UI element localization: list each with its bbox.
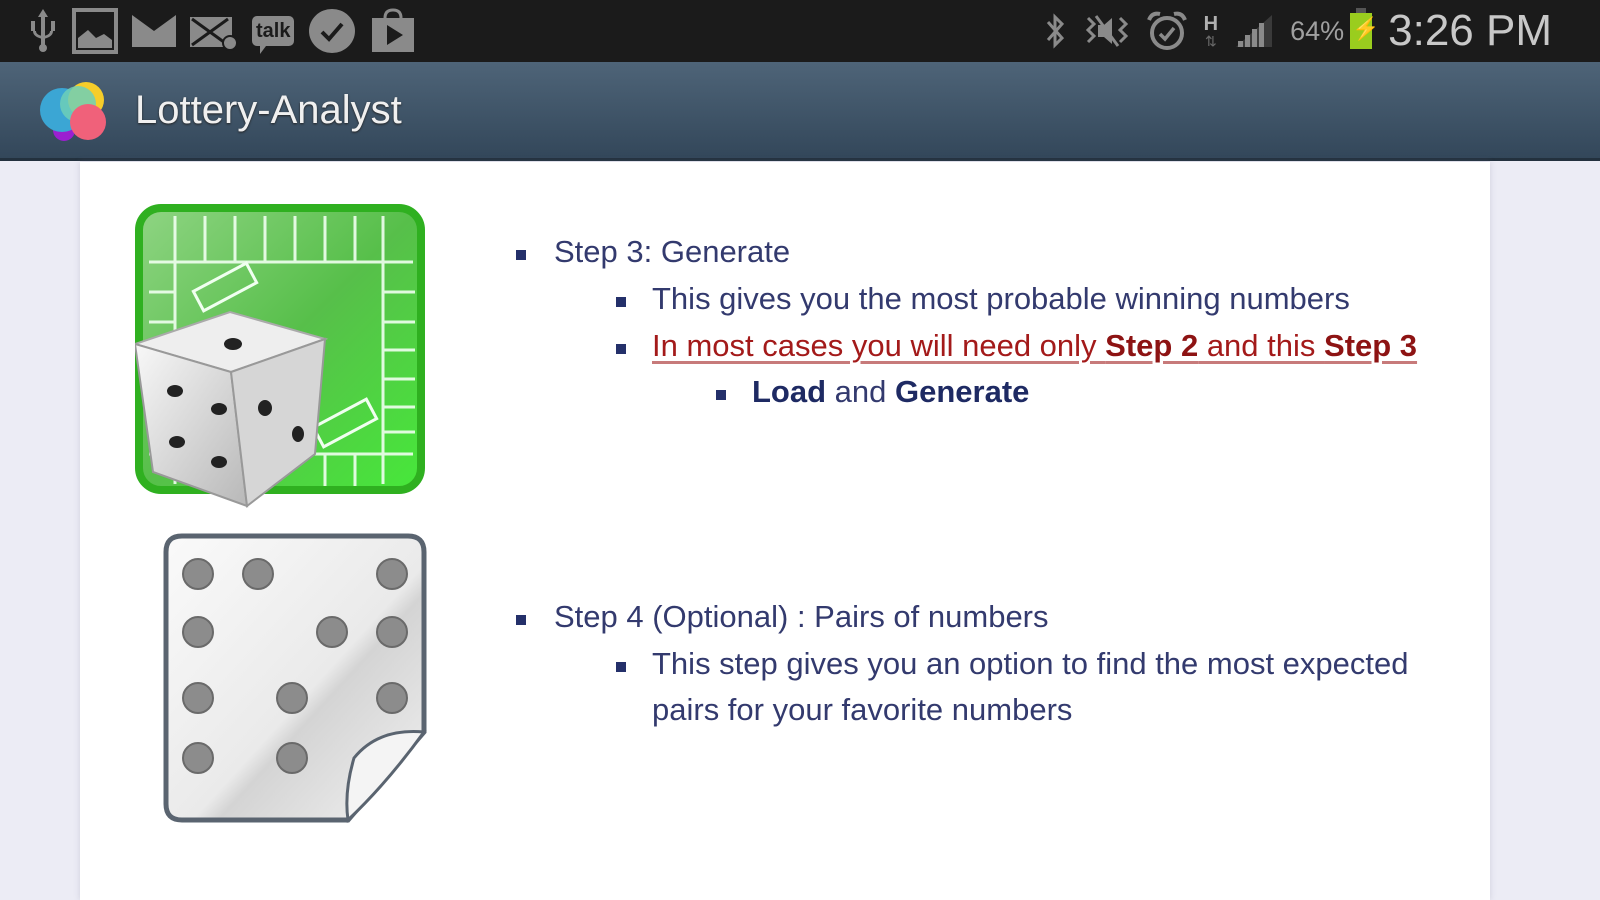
app-title: Lottery-Analyst (135, 88, 402, 132)
bluetooth-icon (1044, 12, 1068, 50)
hspa-data-icon: H ⇅ (1204, 14, 1218, 48)
bullet-icon (616, 344, 626, 354)
step3-ref: Step 3 (1324, 328, 1418, 363)
status-bar: talk H ⇅ 64% 3:26 PM (0, 0, 1600, 62)
play-store-icon (370, 8, 416, 54)
email-icon (132, 15, 176, 47)
step3-item-text: This gives you the most probable winning… (652, 281, 1350, 316)
clock: 3:26 PM (1388, 6, 1552, 55)
data-arrows-icon: ⇅ (1204, 33, 1217, 49)
talk-icon: talk (252, 16, 295, 54)
usb-icon (28, 9, 58, 53)
lottery-ticket-dots-icon (158, 532, 438, 837)
step3-item-emphasis: In most cases you will need only Step 2 … (616, 328, 1417, 364)
gallery-icon (72, 8, 118, 54)
step3-title: Step 3: Generate (554, 234, 791, 269)
task-check-icon (308, 8, 356, 54)
step4-item-line1: This step gives you an option to find th… (652, 646, 1409, 681)
network-type-label: H (1203, 13, 1219, 35)
step3-title-item: Step 3: Generate (516, 234, 790, 270)
bullet-icon (516, 615, 526, 625)
load-label: Load (752, 374, 827, 409)
step3-sub-item: Load and Generate (716, 374, 1029, 410)
system-status-icons: H ⇅ 64% 3:26 PM (1044, 6, 1552, 56)
tutorial-page: Step 3: Generate This gives you the most… (80, 162, 1490, 900)
emphasis-text: In most cases you will need only (652, 328, 1106, 363)
step4-title-item: Step 4 (Optional) : Pairs of numbers (516, 599, 1049, 635)
mail-error-icon (190, 11, 238, 51)
board-game-dice-icon (131, 204, 435, 519)
bullet-icon (516, 250, 526, 260)
alarm-icon (1146, 10, 1188, 52)
bullet-icon (616, 297, 626, 307)
mute-icon (1084, 14, 1130, 48)
and-text: and (826, 374, 896, 409)
app-logo-bubbles-icon[interactable] (40, 76, 112, 148)
generate-label: Generate (895, 374, 1030, 409)
battery-percent: 64% (1290, 15, 1345, 46)
action-bar: Lottery-Analyst (0, 62, 1600, 161)
load-generate-text: Load and Generate (752, 374, 1029, 409)
notification-icons: talk (28, 8, 416, 54)
bullet-icon (616, 662, 626, 672)
step2-ref: Step 2 (1105, 328, 1199, 363)
step4-item-pairs: This step gives you an option to find th… (616, 646, 1409, 682)
step3-item-probable: This gives you the most probable winning… (616, 281, 1350, 317)
signal-icon (1234, 13, 1274, 49)
step4-item-line2: pairs for your favorite numbers (652, 692, 1073, 727)
battery-charging-icon (1350, 8, 1380, 49)
step4-title: Step 4 (Optional) : Pairs of numbers (554, 599, 1049, 634)
bullet-icon (716, 390, 726, 400)
emphasis-note: In most cases you will need only Step 2 … (652, 328, 1417, 363)
emphasis-text: and this (1198, 328, 1325, 363)
